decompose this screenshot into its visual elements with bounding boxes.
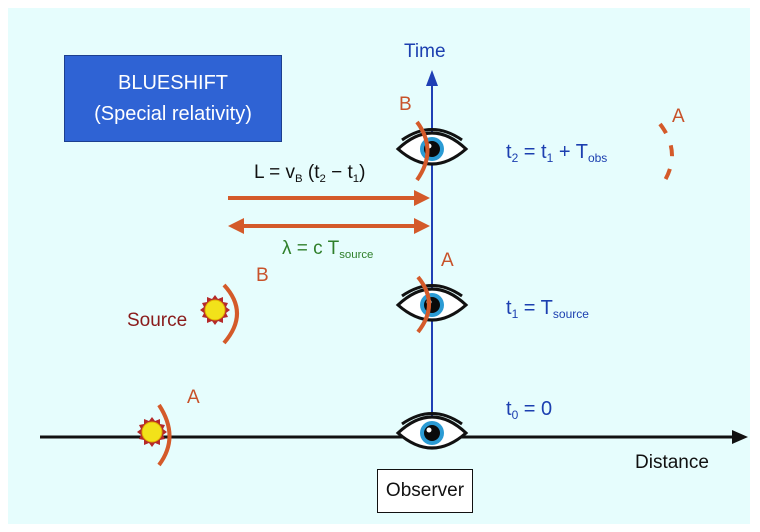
equation-t2: t2 = t1 + Tobs: [506, 141, 608, 166]
observer-eye-t1-icon: [396, 284, 468, 322]
wavefront-a-passed: [658, 122, 674, 190]
source-sun-t1-icon: [199, 294, 231, 326]
wavefront-b-near-source: [222, 283, 239, 345]
wavefront-b-at-observer: [415, 120, 430, 182]
wavefront-label-a-observer: A: [441, 250, 454, 271]
wavefront-a-near-source: [157, 403, 172, 467]
equation-t0: t0 = 0: [506, 398, 553, 423]
wavelength-arrowhead-right-icon: [414, 218, 430, 234]
source-label: Source: [127, 310, 188, 331]
wavefront-a-at-observer: [416, 275, 431, 334]
time-axis-arrowhead-icon: [426, 70, 438, 86]
title-line1: BLUESHIFT: [117, 71, 229, 94]
equation-length: L = vB (t2 − t1): [254, 162, 366, 185]
observer-label: Observer: [385, 480, 465, 501]
distance-axis-label: Distance: [635, 452, 709, 473]
observer-box: Observer: [377, 469, 473, 513]
wavefront-label-b-source: B: [256, 265, 269, 286]
equation-wavelength: λ = c Tsource: [282, 238, 374, 261]
observer-eye-t2-icon: [396, 128, 468, 166]
length-arrowhead-icon: [414, 190, 430, 206]
wavefront-label-a-source: A: [187, 387, 200, 408]
title-box: BLUESHIFT (Special relativity): [64, 55, 282, 142]
wavefront-label-b-observer: B: [399, 94, 412, 115]
wavelength-arrowhead-left-icon: [228, 218, 244, 234]
wavefront-label-a-passed: A: [672, 106, 685, 127]
equation-t1: t1 = Tsource: [506, 297, 589, 322]
distance-axis-arrowhead-icon: [732, 430, 748, 444]
source-sun-t0-icon: [136, 416, 168, 448]
observer-eye-t0-icon: [396, 412, 468, 450]
title-line2: (Special relativity): [94, 102, 252, 125]
time-axis-label: Time: [404, 41, 446, 62]
